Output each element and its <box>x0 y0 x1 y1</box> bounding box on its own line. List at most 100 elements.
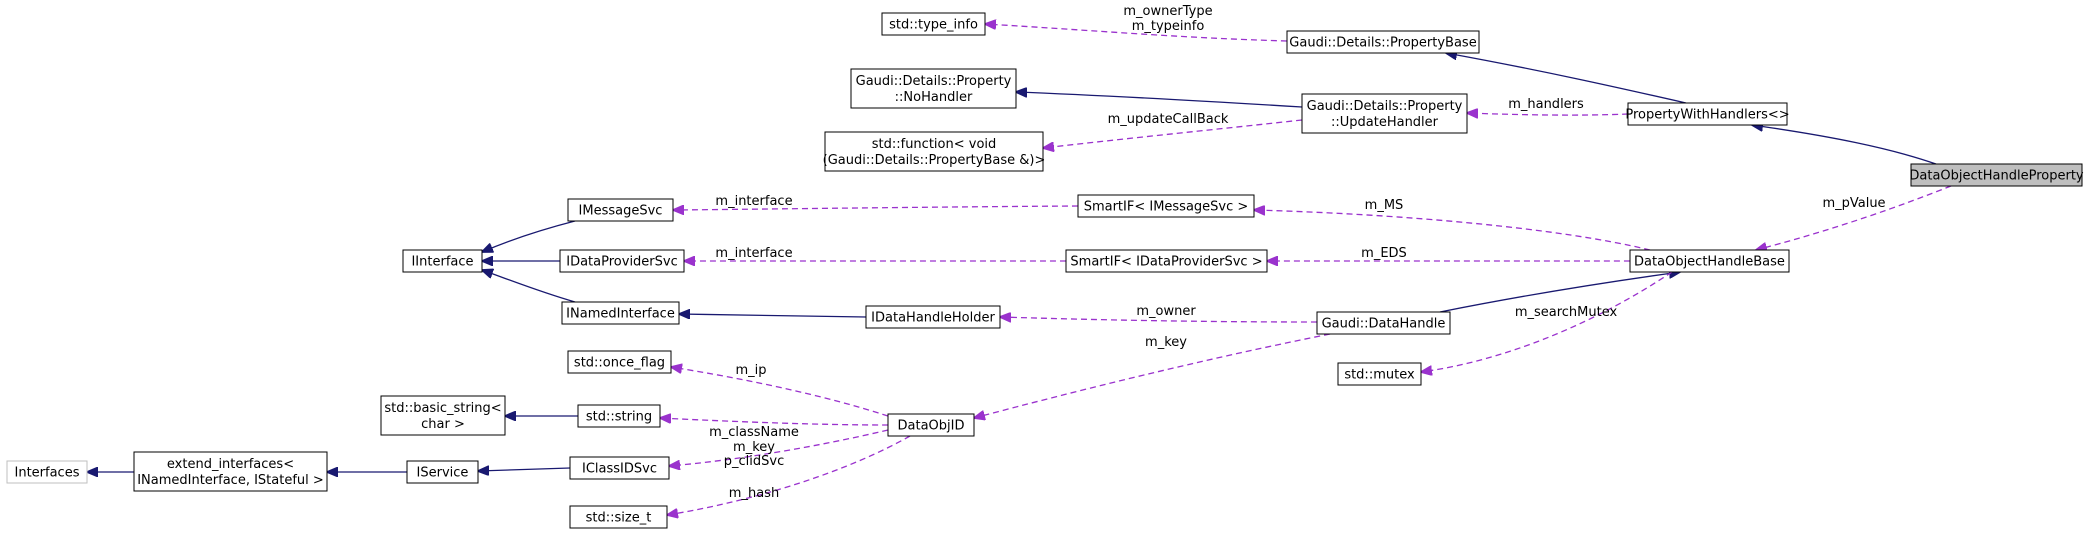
class-node-imessage-svc[interactable]: IMessageSvc <box>567 198 674 222</box>
edge-e_handlers <box>1467 113 1629 115</box>
class-node-label: IMessageSvc <box>579 204 663 219</box>
class-node-smartif-idataprovider[interactable]: SmartIF< IDataProviderSvc > <box>1065 249 1268 273</box>
edge-e_classname <box>660 418 889 426</box>
class-node-label: std::once_flag <box>574 356 665 371</box>
class-node-box <box>1065 249 1268 273</box>
class-node-box <box>559 249 685 273</box>
class-node-std-function[interactable]: std::function< void(Gaudi::Details::Prop… <box>823 131 1046 172</box>
class-node-property-base[interactable]: Gaudi::Details::PropertyBase <box>1286 30 1480 54</box>
class-node-extend-interfaces[interactable]: extend_interfaces<INamedInterface, IStat… <box>133 451 328 492</box>
class-node-iservice[interactable]: IService <box>406 460 479 484</box>
edge-e_ip <box>671 367 889 417</box>
class-node-box <box>1627 102 1788 126</box>
edge-e_nh_uh <box>1016 92 1303 108</box>
edge-e_callback <box>1043 119 1303 148</box>
edge-e_ms <box>1254 210 1651 251</box>
edge-e_mutex <box>1421 271 1673 372</box>
edge-e_hash <box>667 435 911 515</box>
class-node-label: INamedInterface <box>566 307 675 322</box>
edge-label: m_searchMutex <box>1515 305 1618 320</box>
class-node-box <box>881 12 986 36</box>
edge-e_owner <box>1000 317 1318 323</box>
edge-e_pwh_dohp <box>1752 125 1937 165</box>
edge-label: m_updateCallBack <box>1108 112 1229 127</box>
edge-e_pvalue <box>1756 185 1952 250</box>
class-node-label: PropertyWithHandlers<> <box>1625 108 1789 123</box>
edge-e_pb_pwh <box>1446 53 1687 104</box>
class-node-label: DataObjectHandleBase <box>1634 255 1785 270</box>
class-node-label: Gaudi::Details::PropertyBase <box>1289 36 1476 51</box>
edge-label: m_ownerType <box>1123 4 1212 19</box>
class-node-std-basic-string[interactable]: std::basic_string<char > <box>380 395 506 436</box>
class-node-box <box>1629 249 1790 273</box>
class-node-label: IInterface <box>411 255 473 270</box>
edge-e_idhh_ini <box>679 314 867 317</box>
class-node-box <box>1337 362 1422 386</box>
class-node-label: std::mutex <box>1344 368 1415 383</box>
edge-label: m_typeinfo <box>1132 19 1205 34</box>
class-node-box <box>824 131 1044 172</box>
class-node-box <box>402 249 483 273</box>
class-node-iinterface[interactable]: IInterface <box>402 249 483 273</box>
edge-label: m_pValue <box>1822 196 1885 211</box>
edge-label: m_handlers <box>1508 97 1584 112</box>
class-node-box <box>1077 194 1255 218</box>
class-node-idatahandle-holder[interactable]: IDataHandleHolder <box>865 305 1001 329</box>
class-node-std-string[interactable]: std::string <box>577 404 661 428</box>
class-node-label: Gaudi::DataHandle <box>1322 317 1446 332</box>
class-node-box <box>1301 93 1468 134</box>
class-node-label: SmartIF< IDataProviderSvc > <box>1070 255 1262 270</box>
class-node-update-handler[interactable]: Gaudi::Details::Property::UpdateHandler <box>1301 93 1468 134</box>
class-node-label: DataObjectHandleProperty <box>1909 169 2084 184</box>
class-node-no-handler[interactable]: Gaudi::Details::Property::NoHandler <box>850 68 1017 109</box>
class-node-label: IService <box>417 466 469 481</box>
class-node-data-object-handle-property[interactable]: DataObjectHandleProperty <box>1909 163 2084 187</box>
class-node-box <box>380 395 506 436</box>
class-node-data-object-handle-base[interactable]: DataObjectHandleBase <box>1629 249 1790 273</box>
class-node-label: (Gaudi::Details::PropertyBase &)> <box>823 153 1046 168</box>
edge-e_typeinfo <box>985 24 1288 42</box>
class-node-iclassid-svc[interactable]: IClassIDSvc <box>569 456 670 480</box>
class-node-box <box>567 198 674 222</box>
class-node-label: IDataProviderSvc <box>566 255 678 270</box>
edge-label: m_owner <box>1136 304 1196 319</box>
class-node-type-info[interactable]: std::type_info <box>881 12 986 36</box>
class-node-label: INamedInterface, IStateful > <box>137 473 324 488</box>
class-node-label: Gaudi::Details::Property <box>856 74 1012 89</box>
class-node-label: IClassIDSvc <box>582 462 657 477</box>
class-node-label: std::size_t <box>586 511 652 526</box>
class-node-label: std::string <box>586 410 652 425</box>
class-node-label: ::UpdateHandler <box>1331 115 1439 130</box>
class-node-property-with-handlers[interactable]: PropertyWithHandlers<> <box>1625 102 1790 126</box>
edge-label: m_interface <box>715 194 792 209</box>
class-node-std-size-t[interactable]: std::size_t <box>569 505 668 529</box>
class-node-label: extend_interfaces< <box>167 457 294 472</box>
class-node-box <box>1286 30 1480 54</box>
edge-label: m_key <box>733 440 775 455</box>
class-node-label: std::function< void <box>872 137 997 152</box>
edge-e_clidsvc <box>669 429 889 466</box>
class-node-gaudi-datahandle[interactable]: Gaudi::DataHandle <box>1316 311 1451 335</box>
edge-label: m_EDS <box>1361 246 1407 261</box>
edge-label: m_hash <box>729 486 779 501</box>
class-node-label: std::basic_string< <box>384 401 501 416</box>
class-node-label: std::type_info <box>889 18 978 33</box>
class-node-label: DataObjID <box>898 419 965 434</box>
class-node-label: Gaudi::Details::Property <box>1307 99 1463 114</box>
class-node-box <box>133 451 328 492</box>
class-node-idataprovider-svc[interactable]: IDataProviderSvc <box>559 249 685 273</box>
edge-e_key <box>974 333 1331 418</box>
edge-label: m_ip <box>735 363 766 378</box>
class-node-box <box>567 350 672 374</box>
class-node-std-mutex[interactable]: std::mutex <box>1337 362 1422 386</box>
class-node-box <box>1316 311 1451 335</box>
class-node-std-once-flag[interactable]: std::once_flag <box>567 350 672 374</box>
class-node-inamed-interface[interactable]: INamedInterface <box>561 301 680 325</box>
class-node-label: ::NoHandler <box>895 90 973 105</box>
class-node-box <box>577 404 661 428</box>
edge-e_gdh_dohb <box>1439 272 1680 313</box>
class-node-smartif-imessage[interactable]: SmartIF< IMessageSvc > <box>1077 194 1255 218</box>
class-node-interfaces[interactable]: Interfaces <box>6 460 88 484</box>
class-node-dataobj-id[interactable]: DataObjID <box>887 413 975 437</box>
